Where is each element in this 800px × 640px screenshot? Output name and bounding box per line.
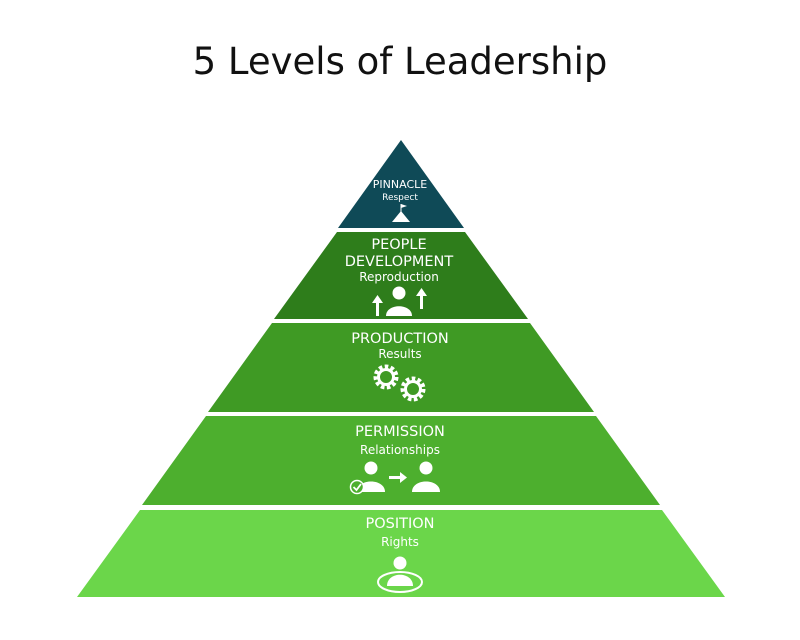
gears-icon: [373, 364, 426, 402]
level-pinnacle-band: [338, 140, 464, 228]
level-pinnacle-name: PINNACLE: [373, 178, 427, 191]
level-pinnacle-subtitle: Respect: [382, 193, 418, 203]
level-production: PRODUCTION Results: [208, 323, 594, 412]
relationship-icon: [349, 461, 440, 495]
person-growth-icon: [372, 286, 427, 316]
page-title: 5 Levels of Leadership: [192, 40, 608, 83]
level-position-band: [77, 510, 725, 597]
level-permission: PERMISSION Relationships: [142, 416, 660, 505]
level-people-development-band: [274, 232, 528, 319]
level-position-name: POSITION: [365, 516, 434, 532]
level-production-subtitle: Results: [378, 347, 421, 361]
level-permission-name: PERMISSION: [355, 424, 445, 440]
level-permission-band: [142, 416, 660, 505]
level-pinnacle: PINNACLE Respect: [338, 140, 464, 228]
level-people-development-name-line1: PEOPLE: [371, 237, 426, 253]
level-people-development: PEOPLE DEVELOPMENT Reproduction: [274, 232, 528, 319]
level-people-development-name-line2: DEVELOPMENT: [345, 254, 454, 270]
level-position-subtitle: Rights: [381, 535, 419, 549]
person-position-icon: [377, 556, 423, 593]
level-position: POSITION Rights: [77, 510, 725, 597]
level-permission-subtitle: Relationships: [360, 443, 440, 457]
level-production-band: [208, 323, 594, 412]
summit-flag-icon: [392, 204, 410, 222]
level-production-name: PRODUCTION: [351, 331, 449, 347]
level-people-development-subtitle: Reproduction: [359, 270, 439, 284]
